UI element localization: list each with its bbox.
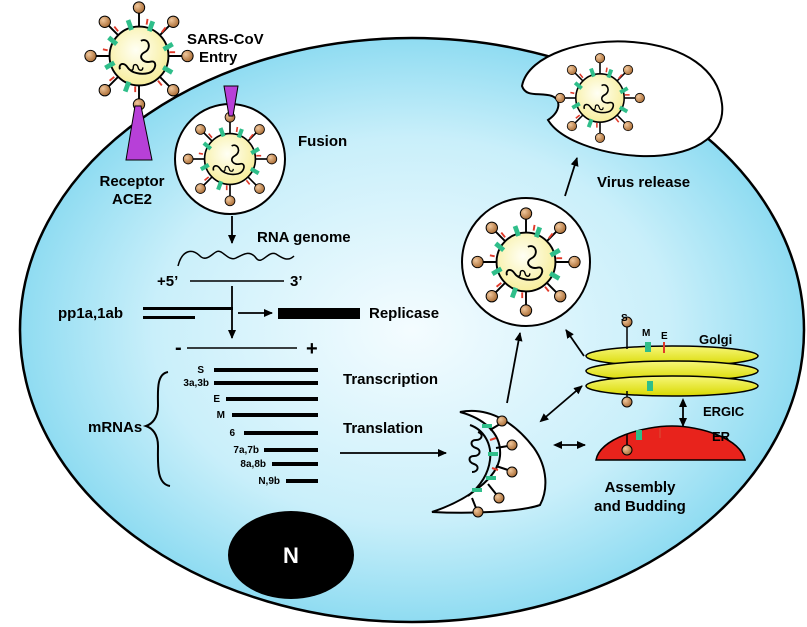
pp1a-bar [143,307,233,310]
mrna-label: E [213,394,220,405]
translation-label: Translation [343,420,423,437]
three-prime-label: 3’ [290,273,303,290]
assembled-virion-icon [470,206,582,318]
receptor-label-line2: ACE2 [112,191,152,208]
assembly-label-line1: Assembly [605,479,677,496]
mrna-bar [286,479,318,483]
golgi-label: Golgi [699,332,732,347]
mrna-bar [226,397,318,401]
mrna-bar [264,448,318,452]
pp1ab-bar [143,316,195,319]
replicase-label: Replicase [369,305,439,322]
entry-label-line2: Entry [199,49,238,66]
rna-genome-label: RNA genome [257,229,351,246]
five-prime-label: +5’ [157,273,178,290]
budding-particle-icon [467,415,518,518]
rna-genome-squiggle [177,250,295,267]
mrna-label: 6 [229,428,235,439]
transcription-label: Transcription [343,371,438,388]
er-label: ER [712,429,731,444]
released-virion-icon [554,52,646,144]
mrna-bar [244,431,318,435]
entry-label-line1: SARS-CoV [187,31,264,48]
virus-release-label: Virus release [597,174,690,191]
golgi-apparatus [585,316,759,408]
plus-label: + [306,338,318,360]
endoplasmic-reticulum [595,425,746,461]
mrna-bar [214,368,318,372]
receptor-label-line1: Receptor [99,173,164,190]
pp1a-label: pp1a,1ab [58,305,123,322]
mrna-bars [214,368,318,483]
mrna-label: S [197,365,204,376]
mrnas-label: mRNAs [88,419,142,436]
replicase-bar [278,308,360,319]
fusion-receptor-icon [223,85,239,117]
mrna-bar [272,462,318,466]
entry-virion-icon [83,0,195,112]
mrna-label: 7a,7b [233,445,259,456]
fusion-virion-icon [182,111,278,207]
fusion-label: Fusion [298,133,347,150]
mrna-label: N,9b [258,476,280,487]
nucleus-icon [228,511,354,599]
protein-m-label: M [642,328,650,339]
protein-e-label: E [661,331,668,342]
protein-s-label: S [621,313,628,324]
ergic-label: ERGIC [703,404,745,419]
ace2-receptor-icon [125,105,153,161]
mrna-bar [214,381,318,385]
flow-arrows [228,157,687,457]
minus-label: - [175,337,182,359]
mrna-label: M [217,410,225,421]
nucleus-label: N [283,543,299,568]
mrna-label: 3a,3b [183,378,209,389]
assembly-label-line2: and Budding [594,498,686,515]
mrna-brace [142,371,171,487]
mrna-bar [232,413,318,417]
mrna-label: 8a,8b [240,459,266,470]
budding-crescent [431,409,547,514]
